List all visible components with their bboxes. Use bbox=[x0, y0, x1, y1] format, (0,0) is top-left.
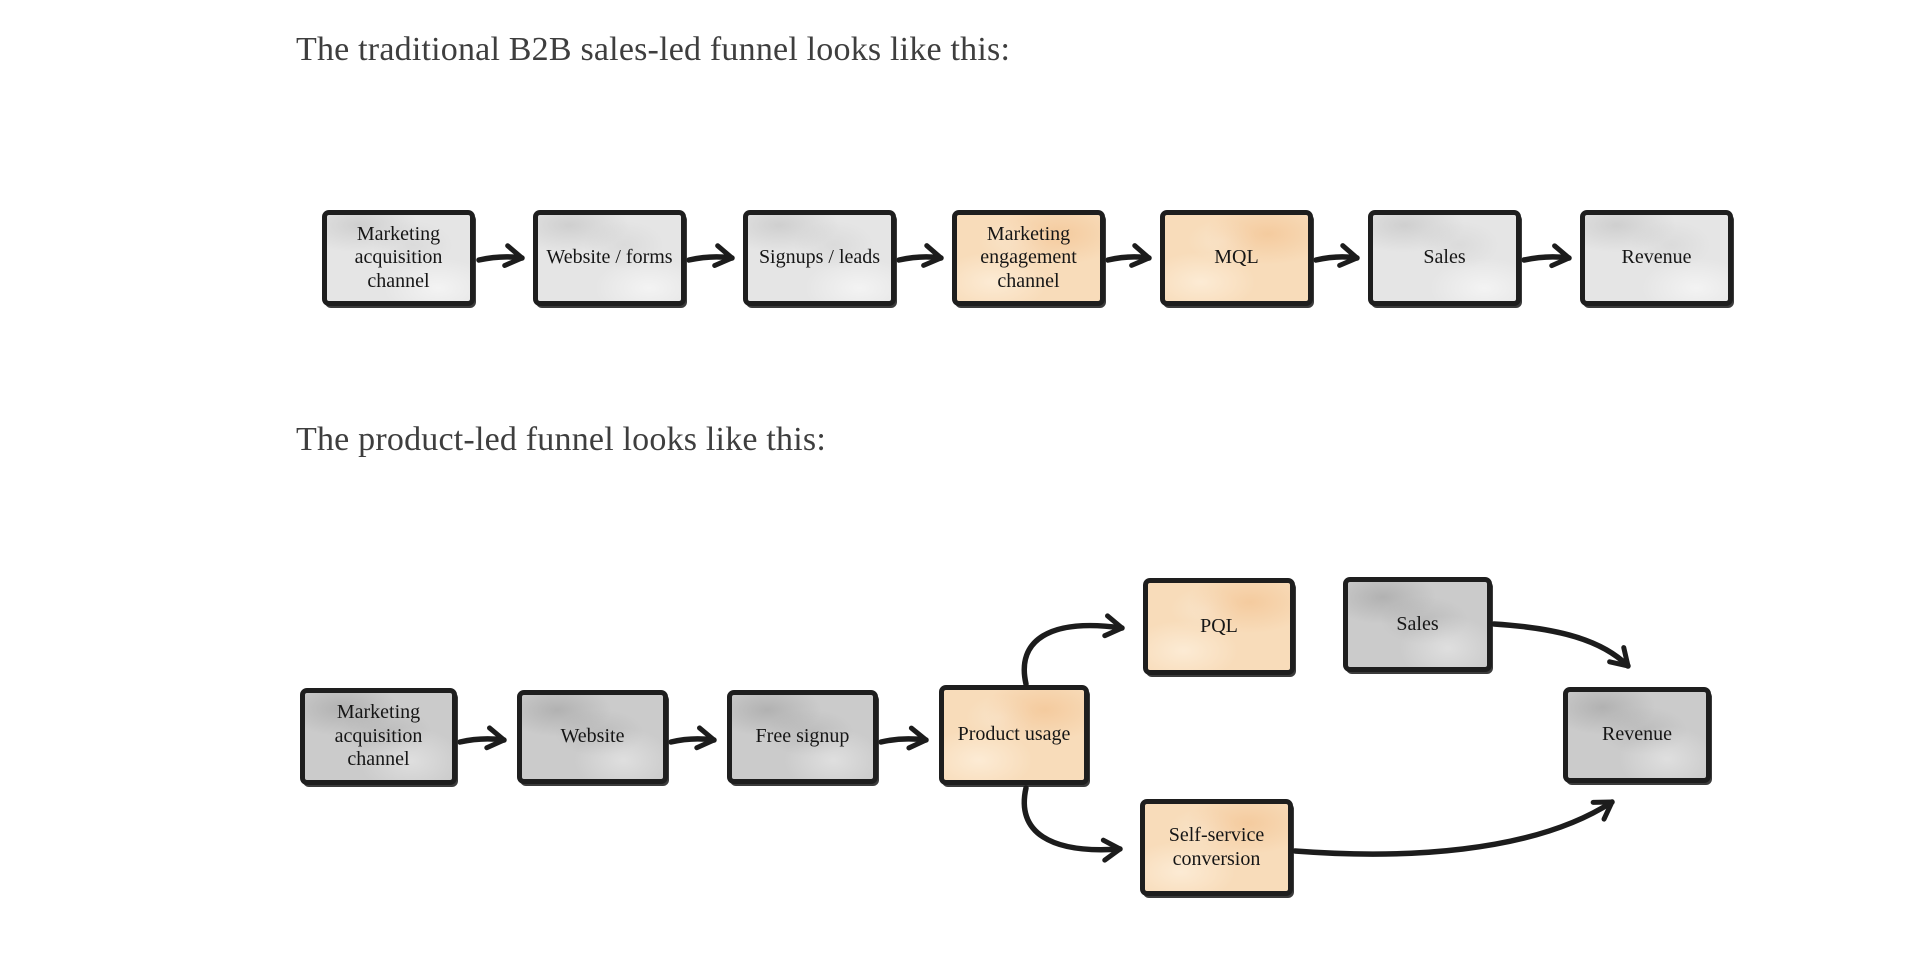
node-pql: PQL bbox=[1143, 578, 1295, 675]
arrow-engagement-to-mql bbox=[1105, 243, 1152, 268]
node-website-forms: Website / forms bbox=[533, 210, 686, 306]
node-self-service-conversion: Self-service conversion bbox=[1140, 799, 1293, 896]
node-free-signup: Free signup bbox=[727, 690, 878, 784]
node-revenue-2: Revenue bbox=[1563, 687, 1711, 783]
heading-sales-led-funnel: The traditional B2B sales-led funnel loo… bbox=[296, 31, 1011, 68]
arrow-websiteforms-to-signups bbox=[686, 243, 735, 269]
arrow-productusage-to-selfservice bbox=[1021, 785, 1123, 863]
arrow-selfservice-to-revenue bbox=[1292, 799, 1615, 857]
arrow-signups-to-engagement bbox=[896, 243, 944, 268]
arrow-productusage-to-pql bbox=[1021, 613, 1125, 687]
arrow-freesignup-to-productusage bbox=[878, 725, 929, 751]
arrow-mql-to-sales bbox=[1313, 243, 1360, 268]
node-mql: MQL bbox=[1160, 210, 1313, 306]
node-sales-1: Sales bbox=[1368, 210, 1521, 306]
node-marketing-engagement-channel: Marketing engagement channel bbox=[952, 210, 1105, 306]
arrow-sales-to-revenue bbox=[1521, 243, 1572, 269]
arrow-mac-to-website-forms bbox=[476, 243, 525, 269]
arrow-website-to-freesignup bbox=[668, 725, 717, 751]
arrow-mac2-to-website bbox=[457, 725, 507, 751]
node-website: Website bbox=[517, 690, 668, 784]
node-signups-leads: Signups / leads bbox=[743, 210, 896, 306]
node-marketing-acquisition-channel-1: Marketing acquisition channel bbox=[322, 210, 475, 306]
node-revenue-1: Revenue bbox=[1580, 210, 1733, 306]
node-sales-2: Sales bbox=[1343, 577, 1492, 672]
heading-product-led-funnel: The product-led funnel looks like this: bbox=[296, 421, 826, 458]
node-marketing-acquisition-channel-2: Marketing acquisition channel bbox=[300, 688, 457, 785]
arrow-sales2-to-revenue bbox=[1491, 621, 1631, 669]
node-product-usage: Product usage bbox=[939, 685, 1089, 785]
